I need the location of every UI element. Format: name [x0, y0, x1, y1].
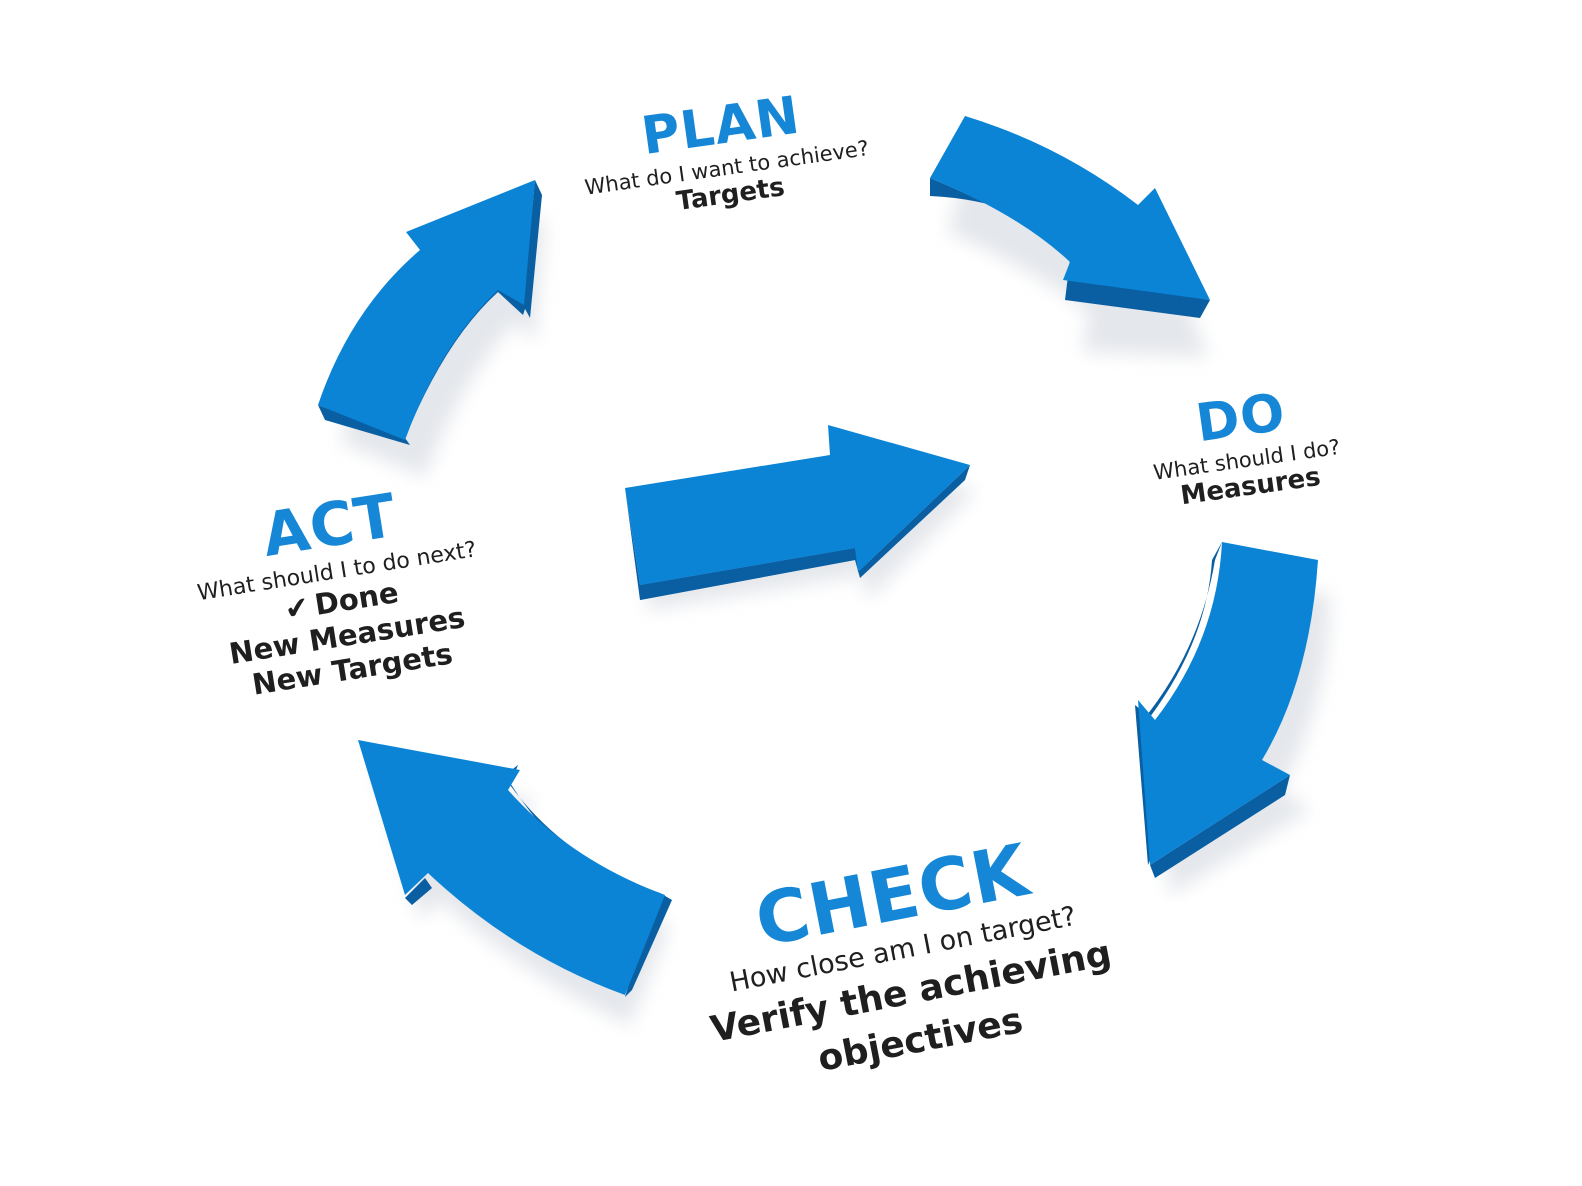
- arrow-center: [625, 425, 976, 610]
- arrow-check-to-act: [358, 740, 672, 1025]
- arrow-do-to-check: [1135, 542, 1330, 895]
- arrow-act-to-plan: [318, 180, 545, 477]
- arrow-plan-to-do: [930, 116, 1210, 357]
- check-icon: ✔: [282, 589, 312, 627]
